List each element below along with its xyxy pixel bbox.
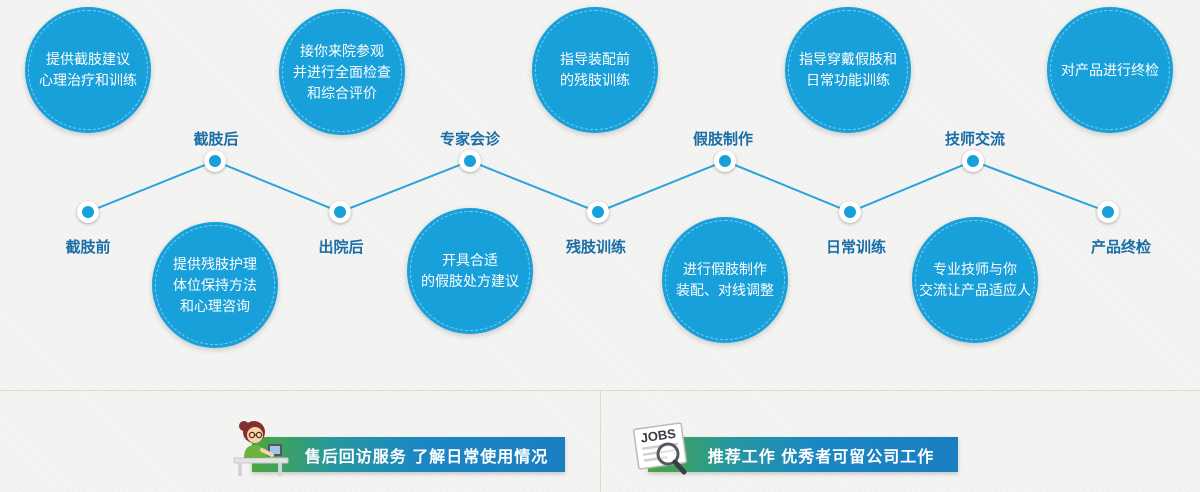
bubble-line: 开具合适 — [442, 252, 498, 268]
bubble-line: 的假肢处方建议 — [421, 273, 519, 289]
bubble-line: 和心理咨询 — [180, 297, 250, 314]
label-prosthesis-fabrication: 假肢制作 — [692, 131, 754, 148]
bubble-line: 体位保持方法 — [173, 276, 257, 293]
node-final-inspection — [1097, 201, 1119, 223]
node-expert-consultation — [459, 150, 481, 172]
bubble-after-discharge: 接你来院参观 并进行全面检查 和综合评价 — [279, 9, 405, 135]
bubble-line: 和综合评价 — [307, 84, 377, 101]
after-sales-banner[interactable]: 售后回访服务 了解日常使用情况 — [252, 437, 565, 472]
bubble-stump-training: 指导装配前 的残肢训练 — [532, 7, 658, 133]
bubble-line: 并进行全面检查 — [293, 63, 391, 80]
bubble-line: 指导穿戴假肢和 — [799, 51, 897, 67]
label-stump-training: 残肢训练 — [565, 239, 627, 256]
bubble-line: 的残肢训练 — [560, 72, 630, 88]
label-post-amputation: 截肢后 — [193, 131, 239, 148]
bubble-line: 专业技师与你 — [933, 261, 1017, 277]
label-after-discharge: 出院后 — [318, 239, 364, 256]
node-technician-exchange — [962, 150, 984, 172]
label-final-inspection: 产品终检 — [1090, 239, 1152, 256]
bubble-technician-exchange: 专业技师与你 交流让产品适应人 — [912, 217, 1038, 343]
bubble-expert-consultation: 开具合适 的假肢处方建议 — [407, 208, 533, 334]
label-expert-consultation: 专家会诊 — [439, 131, 501, 148]
bubble-line: 提供截肢建议 — [46, 51, 130, 67]
bubble-final-inspection: 对产品进行终检 — [1047, 7, 1173, 133]
node-after-discharge — [329, 201, 351, 223]
bubble-daily-training: 指导穿戴假肢和 日常功能训练 — [785, 7, 911, 133]
node-daily-training — [839, 201, 861, 223]
jobs-banner-label: 推荐工作 优秀者可留公司工作 — [707, 448, 935, 466]
node-post-amputation — [204, 150, 226, 172]
bubble-line: 心理治疗和训练 — [39, 72, 137, 88]
bubble-line: 装配、对线调整 — [676, 282, 774, 298]
bubble-post-amputation: 提供残肢护理 体位保持方法 和心理咨询 — [152, 222, 278, 348]
bubble-line: 提供残肢护理 — [173, 255, 257, 272]
label-daily-training: 日常训练 — [825, 239, 887, 256]
bubble-pre-amputation: 提供截肢建议 心理治疗和训练 — [25, 7, 151, 133]
bubble-line: 对产品进行终检 — [1061, 61, 1159, 78]
bubble-line: 日常功能训练 — [806, 72, 890, 88]
jobs-banner[interactable]: 推荐工作 优秀者可留公司工作 — [648, 437, 958, 472]
bubble-line: 进行假肢制作 — [683, 261, 767, 277]
after-sales-banner-label: 售后回访服务 了解日常使用情况 — [304, 448, 549, 466]
node-pre-amputation — [77, 201, 99, 223]
bubble-line: 接你来院参观 — [300, 42, 384, 59]
vertical-divider — [600, 390, 601, 492]
bubble-line: 指导装配前 — [560, 51, 630, 67]
node-prosthesis-fabrication — [714, 150, 736, 172]
bubble-line: 交流让产品适应人 — [919, 282, 1031, 298]
node-stump-training — [587, 201, 609, 223]
bubble-prosthesis-fabrication: 进行假肢制作 装配、对线调整 — [662, 217, 788, 343]
label-technician-exchange: 技师交流 — [944, 131, 1006, 148]
label-pre-amputation: 截肢前 — [65, 239, 111, 256]
